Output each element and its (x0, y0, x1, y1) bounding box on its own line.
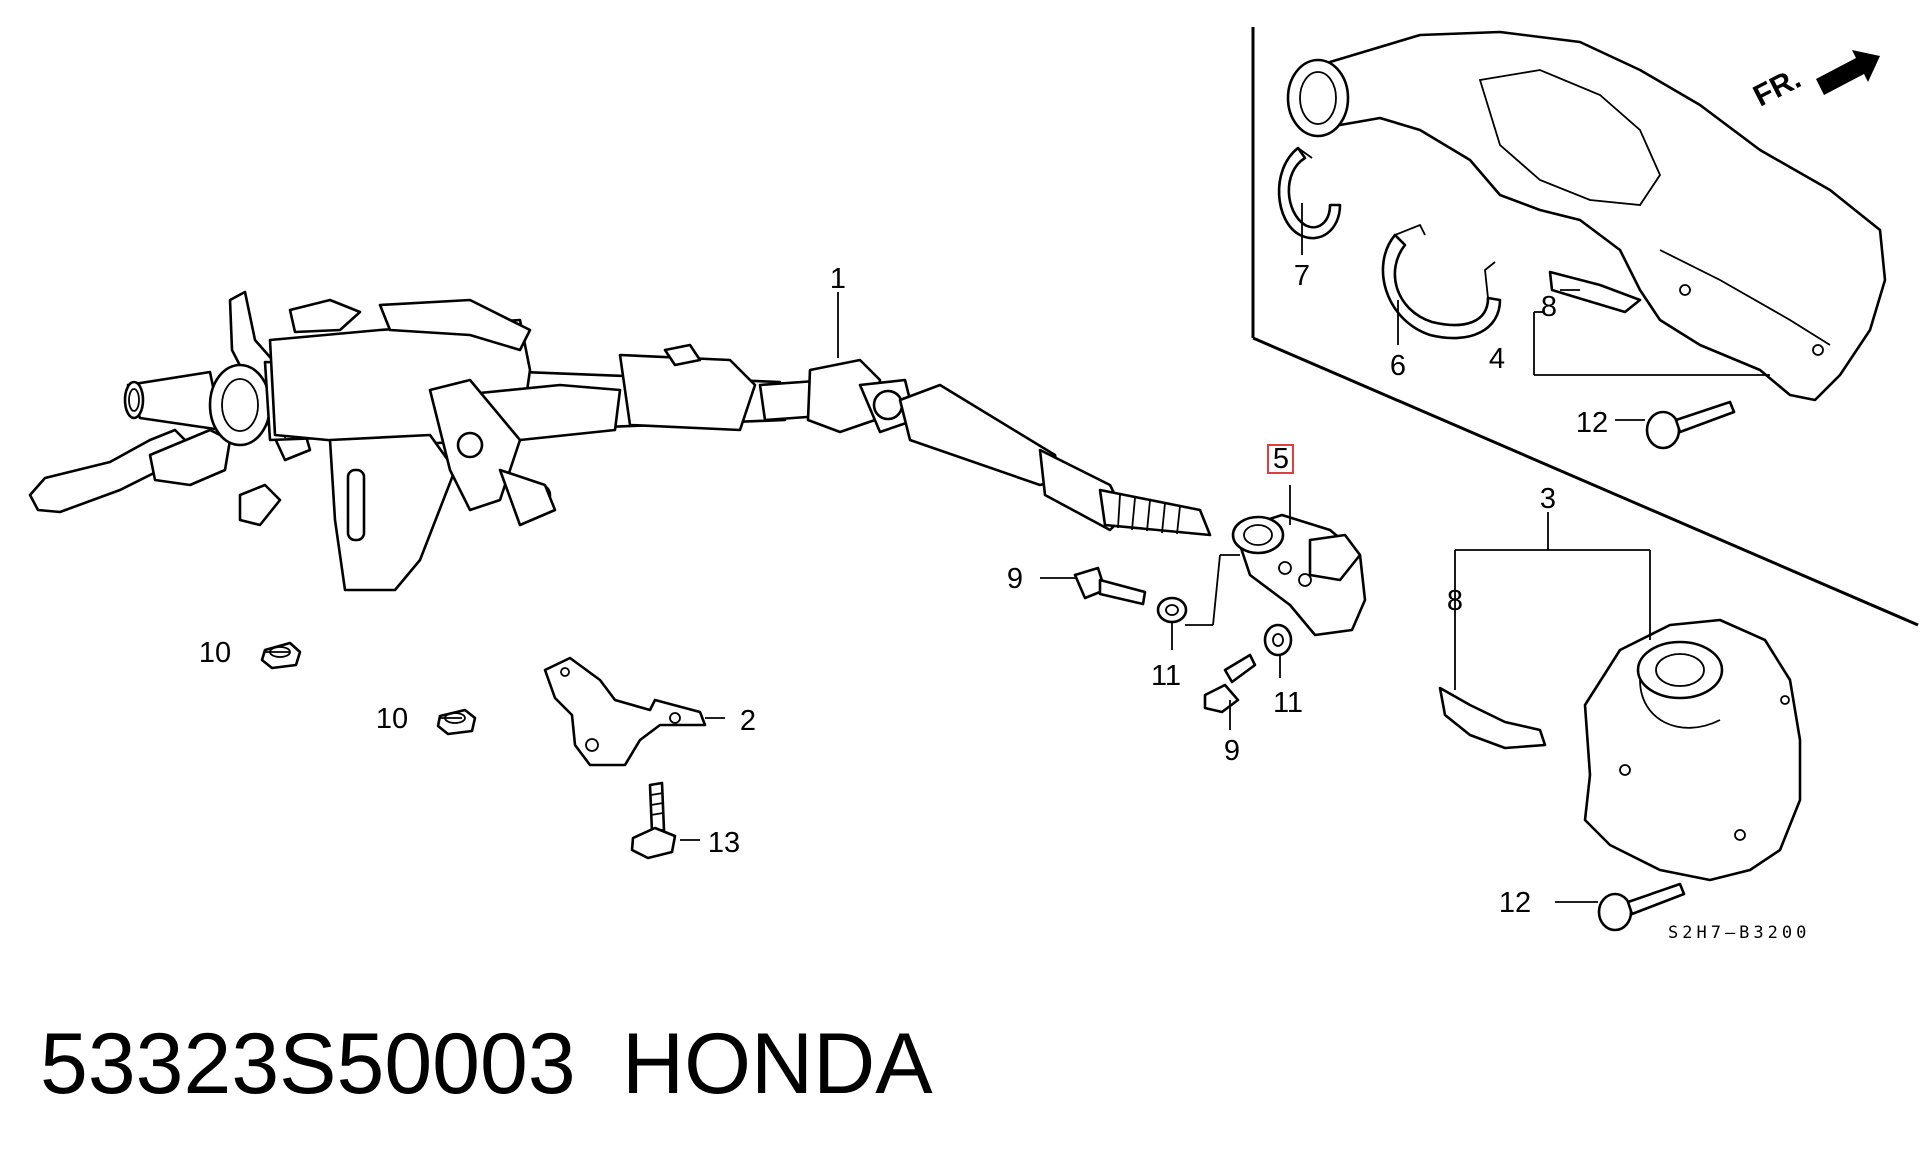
front-direction-arrow: FR. (1748, 50, 1880, 113)
bolt-9-upper (1073, 566, 1147, 606)
callout-10-upper: 10 (199, 637, 231, 669)
cover-part-4 (1286, 30, 1887, 402)
screw-12-upper (1645, 400, 1736, 450)
callout-9-lower: 9 (1224, 735, 1240, 767)
callout-3: 3 (1540, 483, 1556, 515)
washer-11-a (1156, 596, 1188, 624)
callout-2: 2 (740, 705, 756, 737)
clip-part-7 (1277, 146, 1342, 240)
fr-arrow-icon (1816, 50, 1880, 95)
band-part-6 (1381, 223, 1502, 340)
inset-panel-border (1251, 27, 1919, 627)
callout-6: 6 (1390, 350, 1406, 382)
pad-part-8-upper (1548, 270, 1642, 314)
steering-column-assembly (28, 290, 1212, 592)
nut-10-lower (436, 708, 477, 736)
callout-12-upper: 12 (1576, 407, 1608, 439)
fr-label: FR. (1748, 62, 1806, 113)
bolt-13 (630, 781, 677, 860)
callout-11-left: 11 (1151, 660, 1181, 692)
cover-part-3 (1583, 618, 1802, 882)
callout-8-upper: 8 (1541, 291, 1557, 323)
callout-8-lower: 8 (1447, 585, 1463, 617)
callout-13: 13 (708, 827, 740, 859)
callout-5: 5 (1273, 443, 1289, 475)
screw-12-lower (1597, 882, 1686, 932)
callouts: 1 2 3 4 5 6 7 8 8 9 9 10 10 11 11 12 12 … (199, 260, 1608, 919)
callout-10-lower: 10 (376, 703, 408, 735)
callout-7: 7 (1294, 260, 1310, 292)
bracket-part-2 (543, 656, 707, 767)
leader-lines (265, 203, 1770, 903)
callout-9-upper: 9 (1007, 563, 1023, 595)
highlight-box (1267, 444, 1294, 474)
steering-joint-part-5 (1231, 513, 1367, 637)
callout-12-lower: 12 (1499, 887, 1531, 919)
callout-4: 4 (1489, 343, 1505, 375)
drawing-code: S2H7–B3200 (1668, 923, 1810, 943)
nut-10-upper (260, 641, 302, 670)
callout-1: 1 (830, 263, 846, 295)
washer-11-b (1263, 623, 1293, 657)
part-number: 53323S50003 (40, 1016, 576, 1112)
brand-name: HONDA (622, 1016, 933, 1112)
pad-part-8-lower (1438, 686, 1547, 750)
callout-11-right: 11 (1273, 687, 1303, 719)
